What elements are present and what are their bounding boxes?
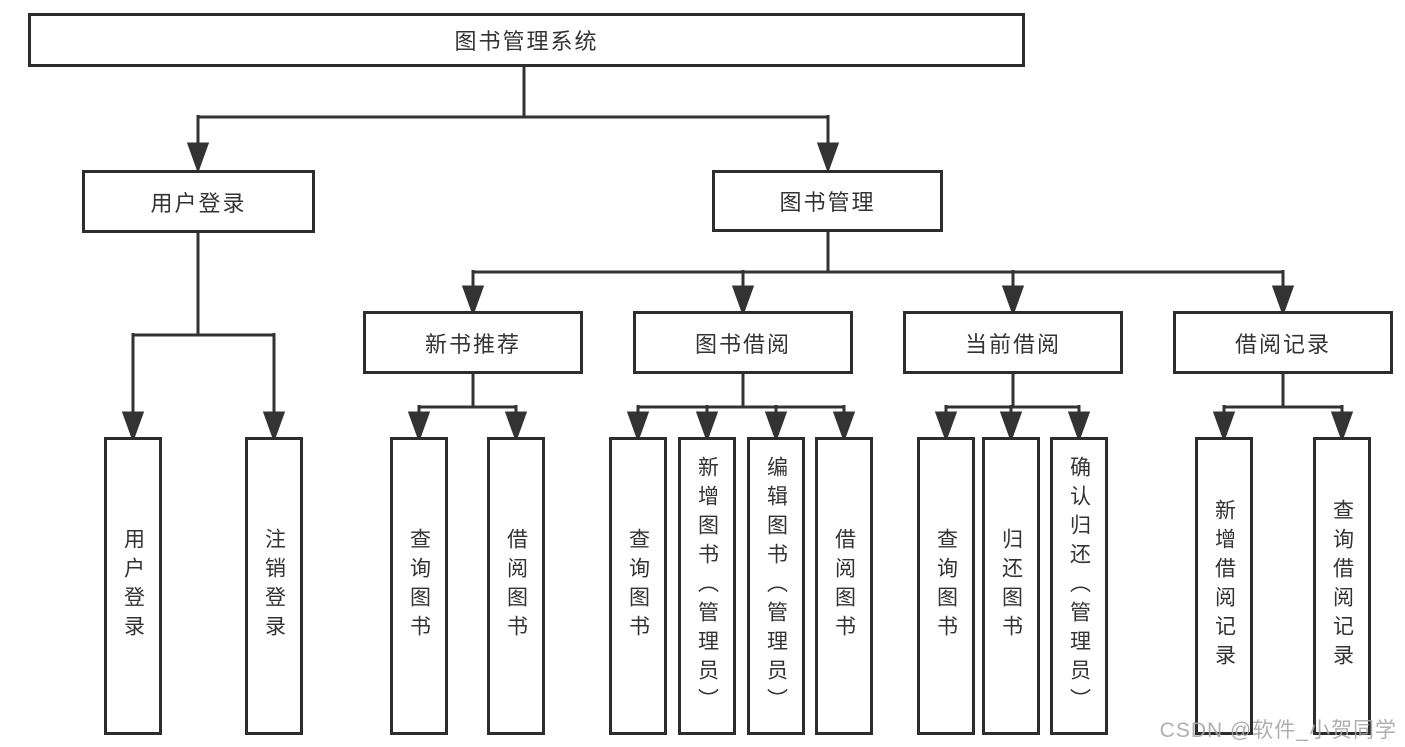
arrowhead (934, 411, 958, 443)
csdn-watermark: CSDN @软件_小贺同学 (1159, 719, 1397, 742)
leaf-add-borrow-record-label: 新增借阅记录 (1212, 499, 1236, 673)
arrowhead (407, 411, 431, 443)
leaf-logout-label: 注销登录 (262, 528, 286, 644)
leaf-edit-book-admin-label: 编辑图书（管理员） (764, 455, 788, 717)
leaf-add-book-admin-label: 新增图书（管理员） (695, 455, 719, 717)
leaf-user-login: 用户登录 (104, 437, 162, 735)
arrowhead (1212, 411, 1236, 443)
arrowhead (262, 411, 286, 443)
arrowhead (999, 411, 1023, 443)
leaf-query-books-recommend: 查询图书 (390, 437, 448, 735)
leaf-edit-book-admin: 编辑图书（管理员） (747, 437, 805, 735)
leaf-query-borrow-record-label: 查询借阅记录 (1330, 499, 1354, 673)
node-user-login: 用户登录 (82, 170, 315, 233)
leaf-query-borrow-record: 查询借阅记录 (1313, 437, 1371, 735)
leaf-return-book: 归还图书 (982, 437, 1040, 735)
leaf-user-login-label: 用户登录 (121, 528, 145, 644)
arrowhead (1330, 411, 1354, 443)
leaf-add-book-admin: 新增图书（管理员） (678, 437, 736, 735)
node-borrowing-records-label: 借阅记录 (1234, 331, 1331, 357)
leaf-query-books-current: 查询图书 (917, 437, 975, 735)
node-new-book-recommend: 新书推荐 (363, 311, 583, 374)
arrowhead (731, 285, 755, 317)
arrowhead (1271, 285, 1295, 317)
node-book-borrowing: 图书借阅 (633, 311, 853, 374)
arrowhead (461, 285, 485, 317)
arrowhead (504, 411, 528, 443)
node-user-login-label: 用户登录 (150, 190, 247, 216)
node-book-management: 图书管理 (712, 170, 943, 232)
node-book-management-label: 图书管理 (779, 190, 876, 215)
arrowhead (121, 411, 145, 443)
node-current-borrowing: 当前借阅 (903, 311, 1123, 374)
arrowhead (186, 142, 210, 174)
leaf-logout: 注销登录 (245, 437, 303, 735)
arrowhead (1067, 411, 1091, 443)
arrowhead (1001, 285, 1025, 317)
node-root: 图书管理系统 (28, 13, 1025, 67)
leaf-query-books-recommend-label: 查询图书 (407, 528, 431, 644)
node-borrowing-records: 借阅记录 (1173, 311, 1393, 374)
leaf-borrow-books: 借阅图书 (815, 437, 873, 735)
leaf-confirm-return-admin-label: 确认归还（管理员） (1067, 455, 1091, 717)
leaf-confirm-return-admin: 确认归还（管理员） (1050, 437, 1108, 735)
arrowhead (832, 411, 856, 443)
leaf-return-book-label: 归还图书 (999, 528, 1023, 644)
node-root-label: 图书管理系统 (454, 29, 599, 54)
node-book-borrowing-label: 图书借阅 (694, 331, 791, 357)
leaf-query-books-current-label: 查询图书 (934, 528, 958, 644)
leaf-add-borrow-record: 新增借阅记录 (1195, 437, 1253, 735)
leaf-borrow-books-recommend-label: 借阅图书 (504, 528, 528, 644)
leaf-query-books-borrow-label: 查询图书 (626, 528, 650, 644)
node-new-book-recommend-label: 新书推荐 (424, 331, 521, 357)
leaf-query-books-borrow: 查询图书 (609, 437, 667, 735)
leaf-borrow-books-recommend: 借阅图书 (487, 437, 545, 735)
leaf-borrow-books-label: 借阅图书 (832, 528, 856, 644)
node-current-borrowing-label: 当前借阅 (964, 331, 1061, 357)
arrowhead (626, 411, 650, 443)
arrowhead (764, 411, 788, 443)
arrowhead (695, 411, 719, 443)
arrowhead (816, 142, 840, 174)
